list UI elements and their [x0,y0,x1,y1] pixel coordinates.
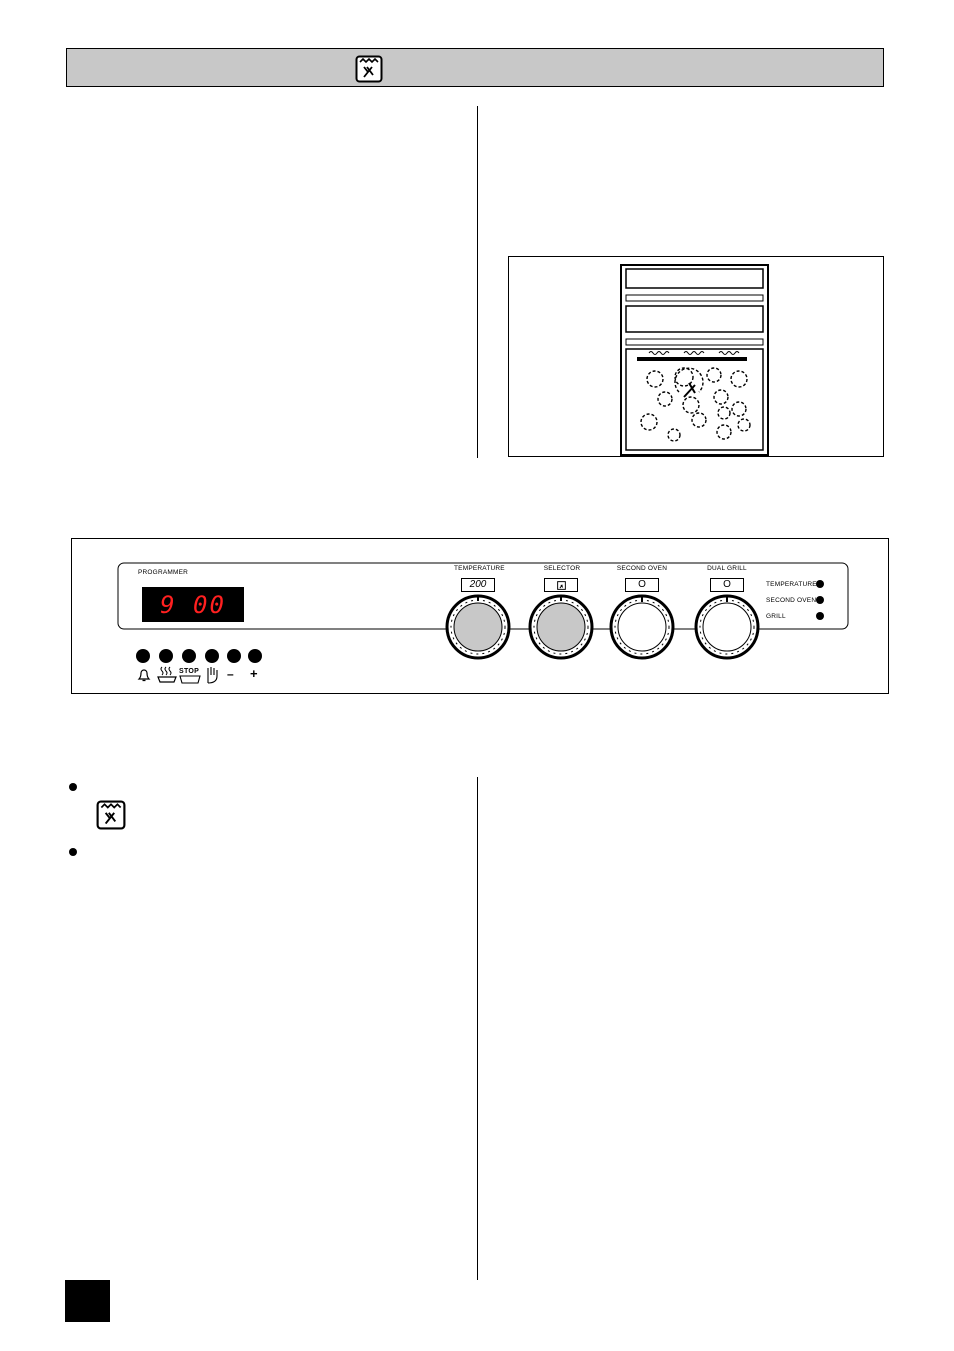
section-header-bar [66,48,884,87]
page-number-box [65,1280,110,1322]
minus-label: – [227,667,234,681]
oven-interior-icon [620,264,769,456]
bullet-point [69,783,77,791]
grill-indicator-light [816,612,824,620]
minus-button[interactable] [227,649,241,663]
temperature-knob[interactable] [444,593,512,661]
oven-fan-icon [96,800,126,830]
bullet-point [69,848,77,856]
manual-hand-icon [207,667,218,684]
temperature-indicator-label: TEMPERATURE [766,581,817,588]
dual-grill-knob[interactable] [693,593,761,661]
stop-pan-icon [179,675,201,684]
column-divider-upper [477,106,478,458]
temperature-knob-window: 200 [461,578,495,592]
stop-time-button[interactable] [182,649,196,663]
second-oven-knob-label: SECOND OVEN [616,565,668,572]
column-divider-lower [477,777,478,1280]
temperature-knob-label: TEMPERATURE [454,565,505,572]
second-oven-indicator-light [816,596,824,604]
oven-figure [508,256,884,457]
second-oven-knob[interactable] [608,593,676,661]
manual-button[interactable] [205,649,219,663]
programmer-label: PROGRAMMER [138,569,189,576]
alarm-button[interactable] [136,649,150,663]
stop-label: STOP [179,668,200,675]
bell-icon [137,669,151,682]
temperature-indicator-light [816,580,824,588]
selector-knob-window [544,578,578,592]
second-oven-knob-window: O [625,578,659,592]
programmer-display: 9 00 [142,587,244,622]
control-panel-outline [117,562,849,630]
selector-knob-label: SELECTOR [543,565,581,572]
selector-knob[interactable] [527,593,595,661]
dual-grill-knob-label: DUAL GRILL [707,565,747,572]
display-time: 9 00 [160,591,226,619]
plus-label: + [250,666,258,681]
grill-indicator-label: GRILL [766,613,786,620]
control-panel: PROGRAMMER 9 00 STOP – + TEMPERATURE 200… [71,538,889,694]
plus-button[interactable] [248,649,262,663]
oven-fan-icon [355,55,383,83]
second-oven-indicator-label: SECOND OVEN [766,597,817,604]
dual-grill-knob-window: O [710,578,744,592]
oven-fan-icon [557,581,566,590]
cook-time-icon [157,666,177,683]
cook-time-button[interactable] [159,649,173,663]
